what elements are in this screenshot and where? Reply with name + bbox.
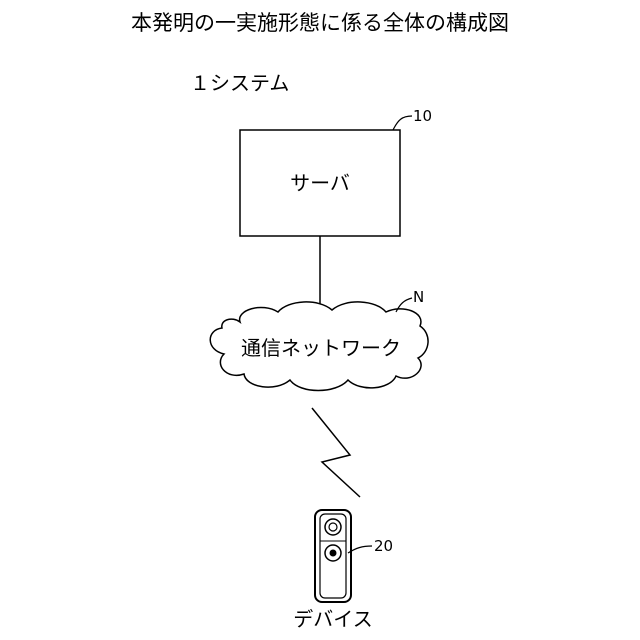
device-ref: 20	[374, 537, 393, 555]
device-label: デバイス	[293, 607, 372, 631]
server-label: サーバ	[290, 171, 350, 195]
network-ref: N	[413, 288, 424, 306]
wireless-link-icon	[312, 408, 360, 497]
figure-title: 本発明の一実施形態に係る全体の構成図	[131, 11, 509, 35]
server-ref: 10	[413, 107, 432, 125]
system-label: １システム	[190, 71, 289, 95]
server-ref-leader	[393, 116, 412, 130]
device-icon	[315, 510, 351, 602]
network-label: 通信ネットワーク	[241, 336, 401, 360]
